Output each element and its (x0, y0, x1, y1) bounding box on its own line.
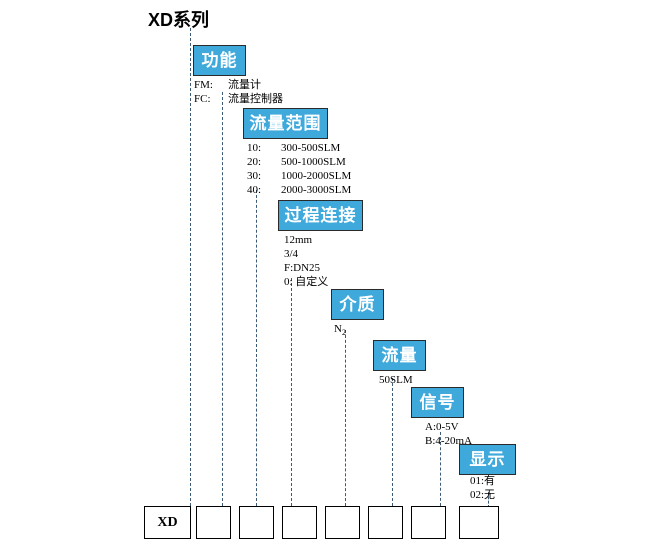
connector-line-signal (392, 378, 393, 506)
option-desc: 50SLM (379, 374, 413, 386)
category-header-process-connection[interactable]: 过程连接 (278, 200, 363, 231)
option-list-medium: N2 (334, 322, 346, 340)
option-row: 30: 1000-2000SLM (247, 169, 351, 183)
category-header-flow[interactable]: 流量 (373, 340, 426, 371)
code-box-7[interactable] (411, 506, 446, 539)
connector-line-medium (291, 278, 292, 506)
option-list-function: FM: 流量计 FC: 流量控制器 (194, 78, 283, 106)
code-box-8[interactable] (459, 506, 499, 539)
code-box-6[interactable] (368, 506, 403, 539)
option-row: 02:无 (470, 488, 495, 502)
connector-line-flow (345, 330, 346, 506)
option-desc: 300-500SLM (281, 142, 341, 154)
connector-line-display-box (488, 492, 489, 508)
connector-line-process-connection (256, 190, 257, 506)
option-list-flow-range: 10: 300-500SLM 20: 500-1000SLM 30: 1000-200… (247, 141, 351, 197)
option-row: 40: 2000-3000SLM (247, 183, 351, 197)
option-row: F:DN25 (284, 261, 328, 275)
option-list-process-connection: 12mm 3/4 F:DN25 0: 自定义 (284, 233, 328, 289)
option-code: 30: (247, 170, 262, 182)
option-row: 3/4 (284, 247, 328, 261)
category-header-flow-range[interactable]: 流量范围 (243, 108, 328, 139)
code-box-4[interactable] (282, 506, 317, 539)
option-desc: 0: 自定义 (284, 276, 329, 288)
page-title: XD系列 (148, 10, 210, 30)
option-row: 50SLM (379, 373, 413, 387)
option-desc: A:0-5V (425, 421, 459, 433)
option-row: N2 (334, 322, 346, 340)
code-box-1[interactable]: XD (144, 506, 191, 539)
option-desc: F:DN25 (284, 262, 321, 274)
option-list-display: 01:有 02:无 (470, 474, 495, 502)
option-row: A:0-5V (425, 420, 472, 434)
option-desc: 01:有 (470, 475, 496, 487)
connector-line-function (190, 28, 191, 506)
option-desc: 500-1000SLM (281, 156, 346, 168)
option-row: 01:有 (470, 474, 495, 488)
option-desc: 12mm (284, 234, 313, 246)
code-box-2[interactable] (196, 506, 231, 539)
category-header-function[interactable]: 功能 (193, 45, 246, 76)
code-box-5[interactable] (325, 506, 360, 539)
option-desc: 流量计 (228, 79, 261, 91)
category-header-display[interactable]: 显示 (459, 444, 516, 475)
option-row: 20: 500-1000SLM (247, 155, 351, 169)
connector-line-display (440, 432, 441, 506)
option-row: FM: 流量计 (194, 78, 283, 92)
option-desc: 3/4 (284, 248, 299, 260)
option-desc: 02:无 (470, 489, 496, 501)
option-list-flow: 50SLM (379, 373, 413, 387)
option-code: 20: (247, 156, 262, 168)
code-box-3[interactable] (239, 506, 274, 539)
category-header-medium[interactable]: 介质 (331, 289, 384, 320)
option-desc: 流量控制器 (228, 93, 283, 105)
option-row: 0: 自定义 (284, 275, 328, 289)
option-desc: 2000-3000SLM (281, 184, 352, 196)
option-desc: N2 (334, 323, 346, 338)
option-code: 40: (247, 184, 262, 196)
option-code: 10: (247, 142, 262, 154)
category-header-signal[interactable]: 信号 (411, 387, 464, 418)
option-desc: 1000-2000SLM (281, 170, 352, 182)
option-row: FC: 流量控制器 (194, 92, 283, 106)
option-code: FC: (194, 93, 211, 105)
option-row: 10: 300-500SLM (247, 141, 351, 155)
connector-line-flow-range (222, 92, 223, 506)
option-row: 12mm (284, 233, 328, 247)
option-code: FM: (194, 79, 213, 91)
